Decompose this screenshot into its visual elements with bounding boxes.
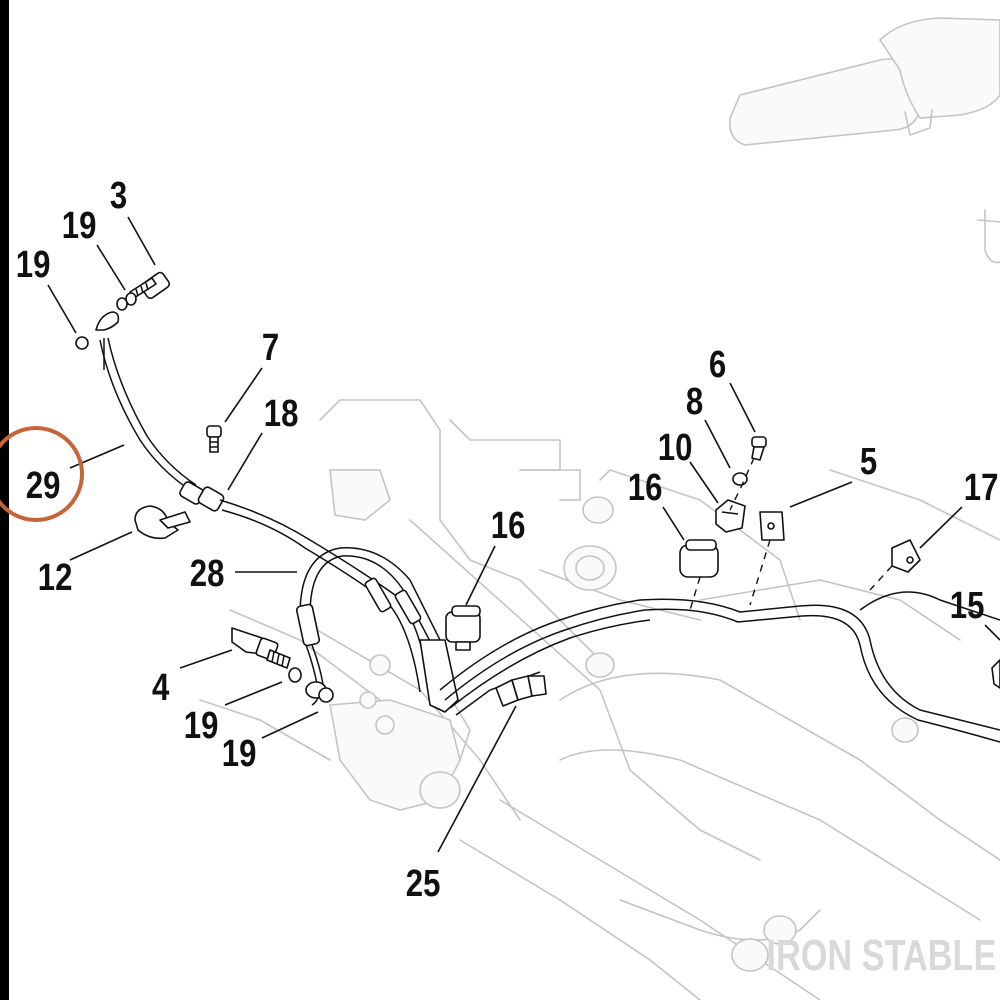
leader-lines — [47, 216, 1000, 853]
callout-19-lower-b: 19 — [222, 733, 257, 775]
washer-19-lower-a — [288, 667, 302, 683]
washer-19-lower-b — [318, 687, 334, 703]
nut-part-10 — [715, 499, 746, 533]
callout-12: 12 — [38, 557, 73, 599]
callout-19-upper-left: 19 — [16, 244, 51, 286]
clip-part-17 — [891, 539, 921, 573]
background-frame — [199, 17, 1000, 1000]
callout-7: 7 — [262, 327, 279, 369]
callout-8: 8 — [686, 381, 703, 423]
clip-part-25 — [495, 675, 547, 707]
grommet-part-16-right — [679, 539, 719, 578]
brake-switch-part-4 — [231, 627, 291, 669]
watermark: IRON STABLE — [766, 931, 996, 980]
callout-16-left: 16 — [491, 505, 526, 547]
callout-16-right: 16 — [628, 467, 663, 509]
callout-17: 17 — [964, 467, 999, 509]
clip-part-12 — [134, 505, 191, 540]
left-edge-bar — [0, 0, 9, 1000]
callout-10: 10 — [658, 427, 693, 469]
callout-6: 6 — [709, 344, 726, 386]
brake-hose-part-29 — [95, 311, 431, 693]
washer-19-upper-b — [116, 297, 128, 311]
washer-part-8 — [732, 472, 748, 486]
callout-19-upper-middle: 19 — [62, 205, 97, 247]
grommet-part-16-left — [445, 605, 481, 651]
callout-19-lower-a: 19 — [184, 705, 219, 747]
washer-19-upper-c — [75, 336, 89, 350]
banjo-bolt-part-3 — [129, 271, 171, 300]
callout-29: 29 — [26, 465, 61, 507]
callout-15: 15 — [950, 585, 985, 627]
callout-3: 3 — [110, 175, 127, 217]
callout-25: 25 — [406, 863, 441, 905]
bolt-part-7 — [206, 425, 222, 453]
callout-18: 18 — [264, 393, 299, 435]
washer-19-upper-a — [125, 292, 137, 306]
highlight-circle-29 — [0, 426, 84, 522]
brake-parts — [75, 271, 1000, 743]
screw-part-6 — [751, 436, 767, 461]
callout-28: 28 — [190, 553, 225, 595]
junction-bracket — [419, 591, 1000, 743]
clip-part-5 — [759, 511, 785, 541]
callout-5: 5 — [860, 441, 877, 483]
fitting-part-15 — [991, 659, 1000, 689]
callout-4: 4 — [152, 667, 170, 709]
callout-labels: 3 19 19 7 18 29 12 28 4 19 19 16 25 6 8 … — [16, 175, 999, 905]
